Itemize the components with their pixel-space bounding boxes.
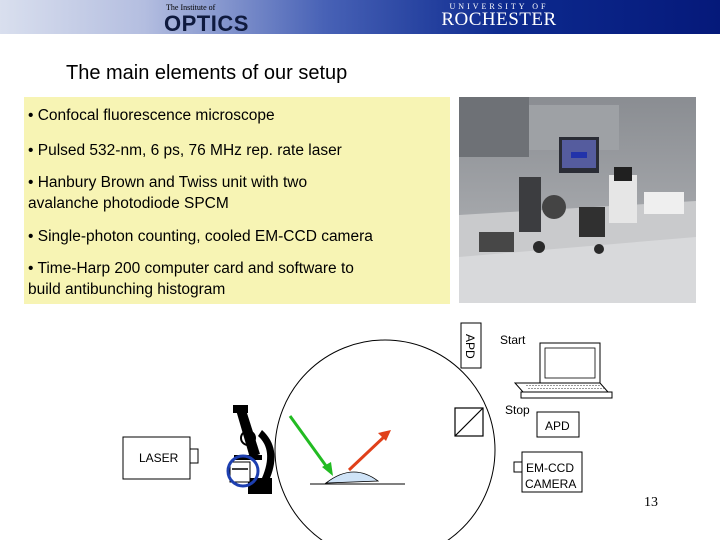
bullet-list-box: • Confocal fluorescence microscope • Pul… <box>24 97 450 304</box>
camera-port <box>513 461 523 473</box>
microscope-icon <box>226 405 275 494</box>
beam-splitter-icon <box>454 407 484 437</box>
optics-logo-word: OPTICS <box>164 11 249 36</box>
bullet-item: • Time-Harp 200 computer card and softwa… <box>28 260 354 277</box>
university-of-rochester-logo: UNIVERSITY OF ROCHESTER <box>440 2 558 32</box>
bullet-item: • Confocal fluorescence microscope <box>28 107 275 124</box>
slide-title: The main elements of our setup <box>66 62 348 84</box>
emission-beam <box>347 430 391 472</box>
apd-detector-right <box>536 411 580 438</box>
rochester-univ-text: UNIVERSITY OF <box>449 2 549 11</box>
bullet-item: • Hanbury Brown and Twiss unit with two <box>28 174 308 191</box>
laser-label: LASER <box>139 451 179 465</box>
excitation-beam <box>288 415 333 476</box>
start-label: Start <box>500 333 526 347</box>
emccd-camera <box>521 451 583 493</box>
computer-icon <box>513 342 613 399</box>
confocal-region-circle <box>274 339 496 540</box>
lab-setup-photo <box>459 97 696 303</box>
stop-label: Stop <box>505 403 530 417</box>
bullet-item-continuation: avalanche photodiode SPCM <box>28 195 229 212</box>
page-number: 13 <box>644 495 658 510</box>
rochester-name-text: ROCHESTER <box>441 9 557 30</box>
header-banner: The Institute of OPTICS UNIVERSITY OF RO… <box>0 0 720 36</box>
sample-drop <box>324 471 380 484</box>
apd-right-label: APD <box>545 419 570 433</box>
bullet-item: • Single-photon counting, cooled EM-CCD … <box>28 228 373 245</box>
apd-vertical-label: APD <box>463 334 477 359</box>
highlight-circle <box>226 454 260 488</box>
institute-of-optics-logo: The Institute of OPTICS <box>162 2 262 36</box>
optics-logo-small-text: The Institute of <box>166 3 216 12</box>
apd-detector-top <box>460 322 482 369</box>
emccd-label-line2: CAMERA <box>525 477 576 491</box>
emccd-label-line1: EM-CCD <box>526 461 574 475</box>
bullet-item-continuation: build antibunching histogram <box>28 281 226 298</box>
lab-photo-illustration <box>459 97 696 303</box>
laser-aperture <box>189 448 199 464</box>
bullet-item: • Pulsed 532-nm, 6 ps, 76 MHz rep. rate … <box>28 142 342 159</box>
